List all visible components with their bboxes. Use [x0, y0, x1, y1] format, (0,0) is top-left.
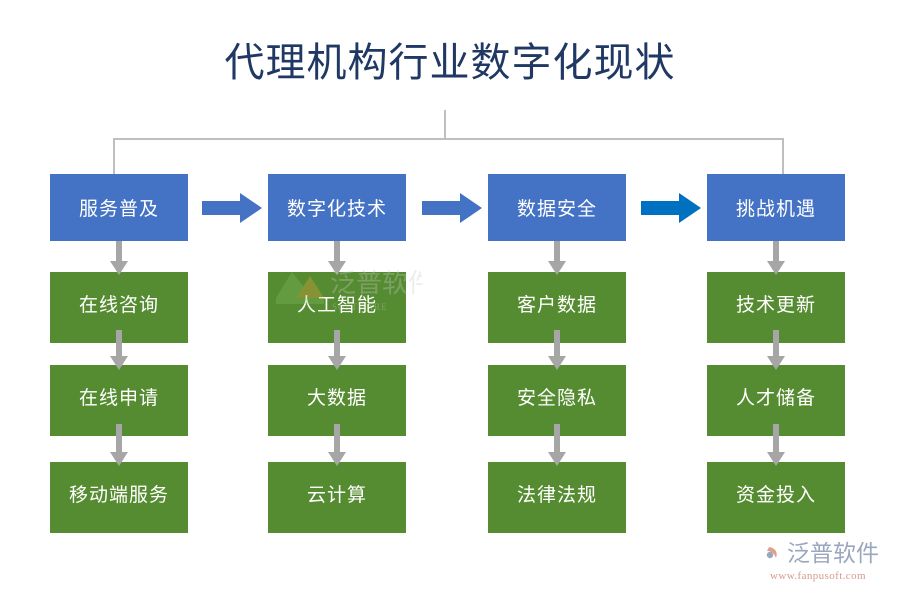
page-title: 代理机构行业数字化现状 — [224, 40, 676, 85]
flow-arrow-icon-3 — [641, 193, 701, 223]
connector-stem — [444, 110, 446, 139]
down-arrow-icon-4-3 — [767, 424, 785, 466]
detail-box-2-2-label: 大数据 — [306, 388, 367, 409]
detail-box-2-1-label: 人工智能 — [296, 295, 377, 316]
detail-box-1-1-label: 在线咨询 — [78, 295, 159, 316]
flow-arrow-icon-2 — [422, 193, 482, 223]
down-arrow-icon-4-2 — [767, 330, 785, 370]
detail-box-2-3[interactable]: 云计算 — [268, 462, 406, 533]
header-box-3-label: 数据安全 — [516, 199, 597, 220]
header-box-2-label: 数字化技术 — [286, 199, 387, 220]
down-arrow-icon-2-2 — [328, 330, 346, 370]
brand-url: www.fanpusoft.com — [770, 570, 866, 582]
detail-box-4-1-label: 技术更新 — [735, 295, 816, 316]
down-arrow-icon-3-1 — [548, 241, 566, 275]
detail-box-4-2-label: 人才储备 — [735, 388, 816, 409]
detail-box-4-3-label: 资金投入 — [735, 485, 816, 506]
detail-box-1-3-label: 移动端服务 — [68, 485, 169, 506]
brand-mark-icon — [754, 542, 777, 566]
detail-box-1-2-label: 在线申请 — [78, 388, 159, 409]
header-box-2[interactable]: 数字化技术 — [268, 174, 406, 241]
header-box-4-label: 挑战机遇 — [735, 199, 816, 220]
down-arrow-icon-1-2 — [110, 330, 128, 370]
detail-box-4-1[interactable]: 技术更新 — [707, 272, 845, 343]
detail-box-3-3-label: 法律法规 — [516, 485, 597, 506]
down-arrow-icon-1-1 — [110, 241, 128, 275]
connector-horizontal-bar — [113, 138, 784, 140]
header-box-4[interactable]: 挑战机遇 — [707, 174, 845, 241]
connector-drop-right — [782, 138, 784, 175]
header-box-3[interactable]: 数据安全 — [488, 174, 626, 241]
brand-logo: 泛普软件 www.fanpusoft.com — [752, 540, 892, 592]
detail-box-3-2-label: 安全隐私 — [516, 388, 597, 409]
down-arrow-icon-4-1 — [767, 241, 785, 275]
detail-box-1-3[interactable]: 移动端服务 — [50, 462, 188, 533]
down-arrow-icon-3-2 — [548, 330, 566, 370]
detail-box-4-3[interactable]: 资金投入 — [707, 462, 845, 533]
header-box-1[interactable]: 服务普及 — [50, 174, 188, 241]
down-arrow-icon-1-3 — [110, 424, 128, 466]
down-arrow-icon-2-1 — [328, 241, 346, 275]
header-box-1-label: 服务普及 — [78, 199, 159, 220]
connector-drop-left — [113, 138, 115, 175]
detail-box-3-3[interactable]: 法律法规 — [488, 462, 626, 533]
brand-name: 泛普软件 — [787, 541, 879, 566]
down-arrow-icon-3-3 — [548, 424, 566, 466]
down-arrow-icon-2-3 — [328, 424, 346, 466]
detail-box-2-3-label: 云计算 — [306, 485, 367, 506]
detail-box-3-1-label: 客户数据 — [516, 295, 597, 316]
flow-arrow-icon-1 — [202, 193, 262, 223]
